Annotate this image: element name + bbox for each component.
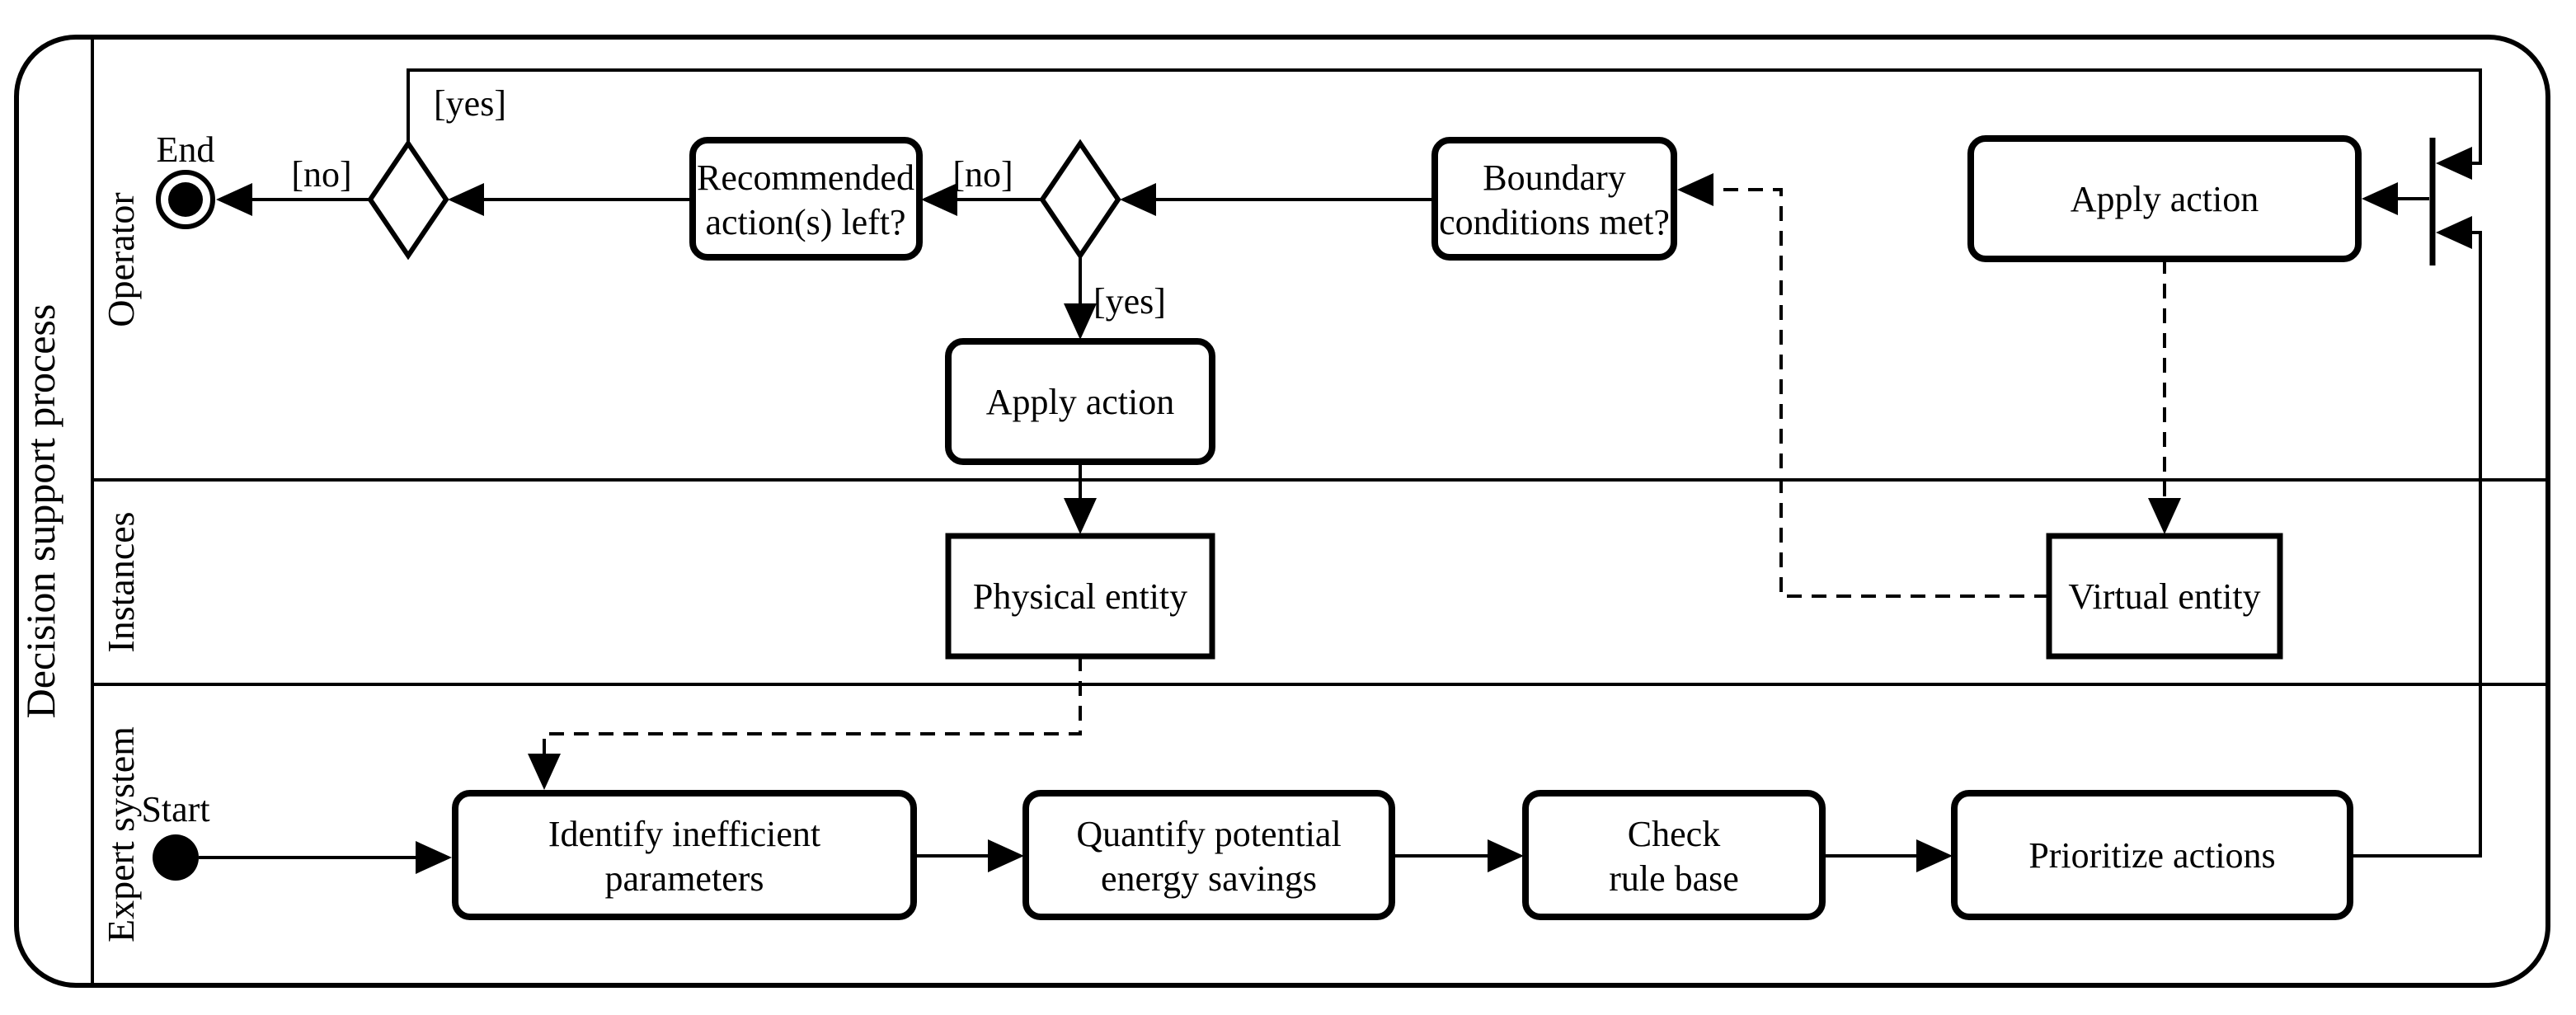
end-node-label: End [157, 129, 215, 170]
recommended-actions-line1: Recommended [697, 157, 914, 198]
check-rule-base-line2: rule base [1609, 858, 1739, 899]
quantify-savings-line2: energy savings [1101, 858, 1317, 899]
edge-virtual-to-boundary-dashed [1677, 173, 2049, 598]
apply-action-mid-label: Apply action [986, 382, 1175, 422]
virtual-entity-label: Virtual entity [2068, 576, 2260, 617]
identify-params-line2: parameters [605, 858, 764, 899]
edge-yes-loop-to-join-bar [407, 68, 2482, 180]
diagram-frame [14, 35, 2550, 988]
action-box-prioritize-actions [1951, 790, 2353, 920]
boundary-conditions-line2: conditions met? [1439, 202, 1670, 242]
edge-label-no-mid: [no] [952, 154, 1013, 195]
edge-physical-to-identify-dashed [528, 656, 1082, 790]
physical-entity-label: Physical entity [973, 576, 1187, 617]
object-box-virtual-entity [2046, 533, 2283, 660]
lane-label-instances: Instances [100, 511, 142, 652]
prioritize-actions-label: Prioritize actions [2028, 835, 2275, 876]
identify-params-line1: Identify inefficient [548, 814, 820, 854]
decision-diamond-recommended [367, 139, 449, 261]
apply-action-top-label: Apply action [2071, 179, 2259, 219]
edge-prioritize-to-join-bar [2350, 216, 2482, 858]
boundary-conditions-line1: Boundary [1483, 157, 1626, 198]
diagram-title: Decision support process [17, 304, 63, 719]
edge-label-no-to-end: [no] [291, 154, 351, 195]
lane-label-operator: Operator [100, 192, 142, 327]
edge-label-yes-mid: [yes] [1093, 281, 1166, 322]
edge-label-yes-top: [yes] [434, 83, 506, 124]
start-node-circle [153, 834, 199, 881]
end-node-inner-circle [168, 182, 203, 217]
object-box-physical-entity [945, 533, 1215, 660]
quantify-savings-line1: Quantify potential [1076, 814, 1341, 854]
recommended-actions-line2: action(s) left? [705, 202, 905, 242]
lane-label-expert-system: Expert system [100, 726, 142, 942]
check-rule-base-line1: Check [1628, 814, 1720, 854]
start-node-label: Start [141, 789, 209, 829]
